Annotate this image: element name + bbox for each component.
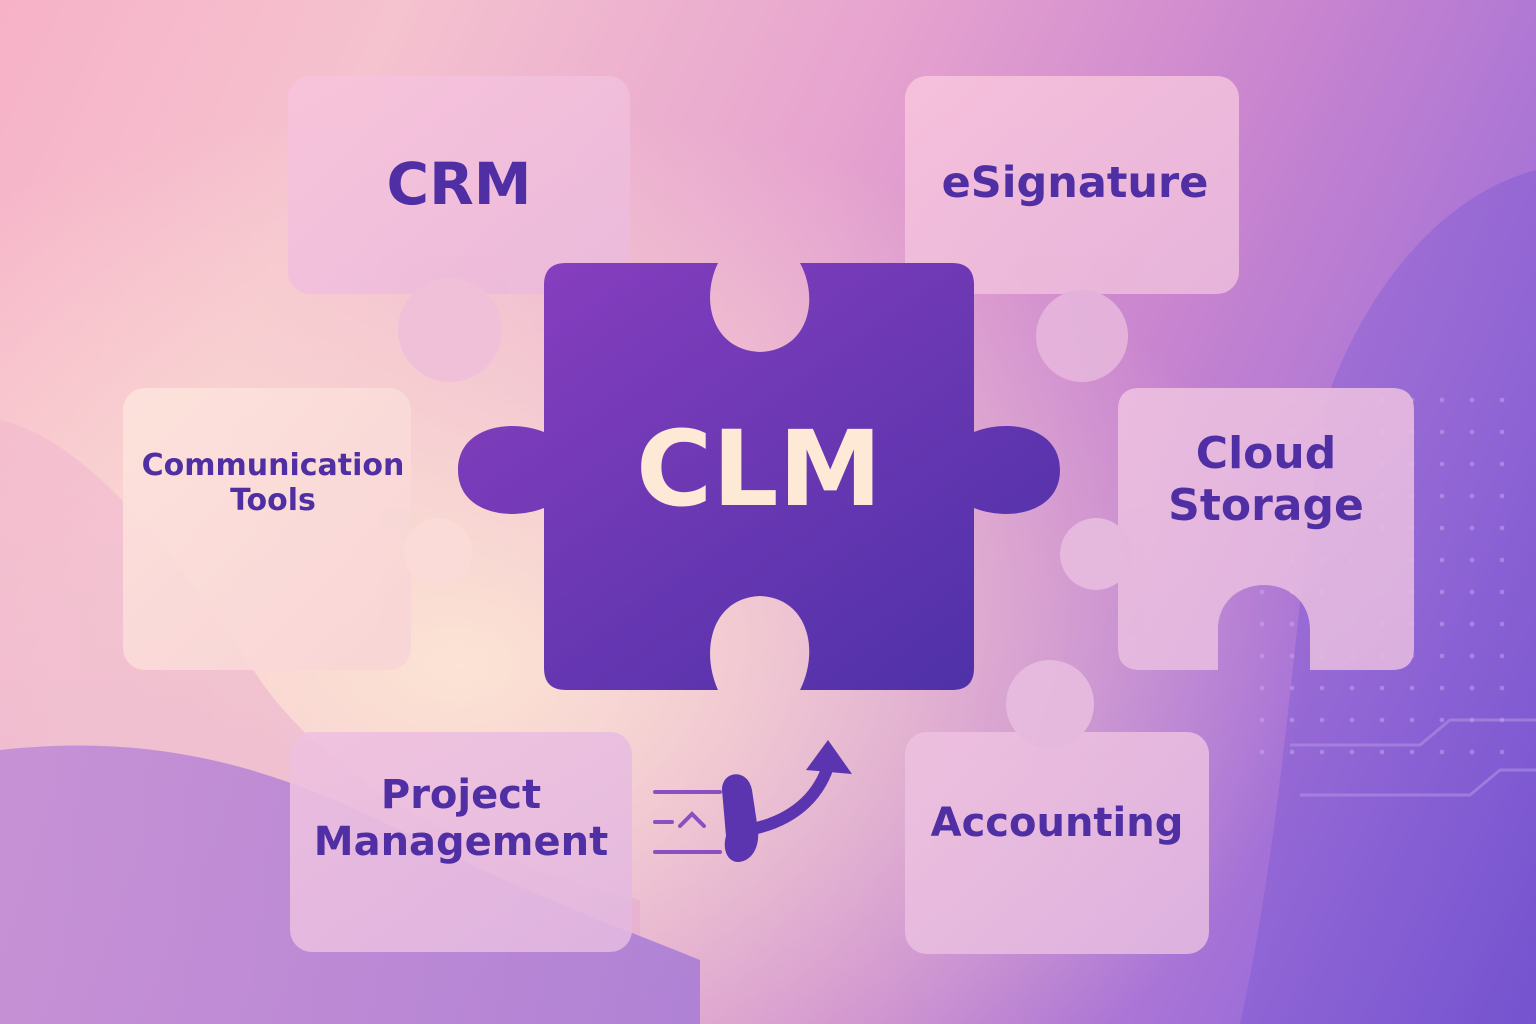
cloud-piece bbox=[1060, 388, 1414, 670]
esignature-label: eSignature bbox=[905, 158, 1245, 209]
crm-piece bbox=[288, 76, 630, 382]
accounting-label: Accounting bbox=[905, 800, 1209, 847]
cloud-label-line2: Storage bbox=[1168, 479, 1364, 531]
project-label-line1: Project bbox=[380, 772, 542, 818]
cloud-label: Cloud Storage bbox=[1118, 428, 1414, 532]
project-label-line2: Management bbox=[313, 819, 609, 866]
accounting-piece bbox=[905, 660, 1209, 954]
clm-label: CLM bbox=[544, 408, 974, 531]
esignature-label-text: eSignature bbox=[941, 158, 1209, 208]
project-piece bbox=[290, 732, 632, 952]
communication-label: Communication Tools bbox=[123, 448, 423, 519]
communication-label-line1: Communication bbox=[141, 448, 405, 483]
project-label: Project Management bbox=[290, 772, 632, 866]
crm-label: CRM bbox=[288, 150, 630, 218]
communication-piece bbox=[123, 388, 472, 670]
esignature-piece bbox=[905, 76, 1239, 382]
crm-label-text: CRM bbox=[386, 150, 532, 218]
clm-label-text: CLM bbox=[635, 408, 883, 530]
cloud-label-line1: Cloud bbox=[1195, 428, 1337, 479]
communication-label-line2: Tools bbox=[230, 483, 316, 519]
speed-lines-icon bbox=[653, 790, 722, 854]
accounting-label-text: Accounting bbox=[930, 800, 1184, 846]
